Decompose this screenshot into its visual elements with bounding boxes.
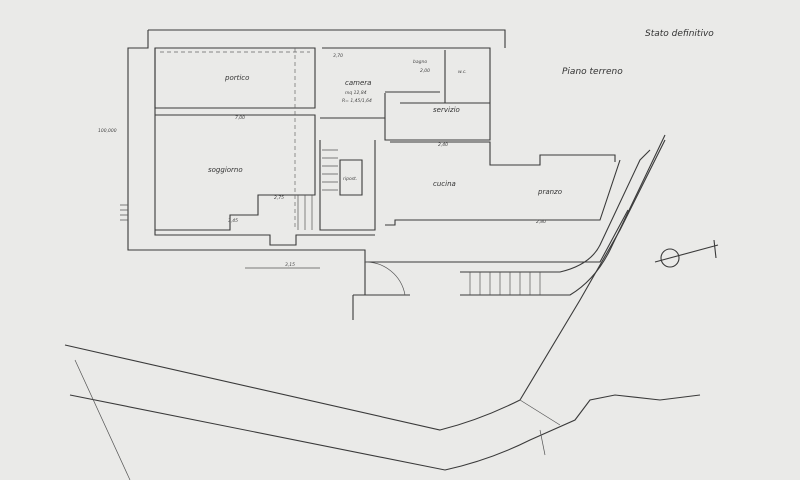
camera-area: mq 12,84 [345, 90, 367, 96]
room-portico: portico [224, 74, 249, 82]
drawing-subtitle: Piano terreno [562, 67, 623, 77]
building-walls [120, 29, 666, 320]
room-bagno: bagno [413, 59, 427, 65]
site-boundary [64, 139, 701, 480]
dim-camera-door: 3,70 [333, 53, 343, 59]
room-soggiorno: soggiorno [208, 166, 243, 174]
dim-scale-bar: 3,15 [285, 262, 295, 268]
drawing-title: Stato definitivo [645, 29, 714, 39]
level-mark: 100,000 [98, 128, 117, 134]
dim-servizio: 2,40 [438, 142, 448, 148]
dim-pranzo-window: 2,80 [536, 219, 546, 225]
camera-ratio: R= 1,45/1,64 [342, 98, 372, 104]
room-ripostiglio: ripost. [343, 176, 357, 182]
room-servizio: servizio [433, 106, 460, 114]
dim-portico: 7,00 [235, 115, 245, 121]
room-wc: w.c. [458, 70, 467, 75]
dim-stair: 2,75 [274, 195, 284, 201]
dim-bagno: 2,00 [420, 68, 430, 74]
room-cucina: cucina [433, 180, 456, 188]
room-pranzo: pranzo [537, 188, 562, 196]
dim-soggiorno-window: 3,45 [228, 218, 238, 224]
north-arrow-icon [654, 239, 719, 268]
room-camera: camera [345, 79, 371, 87]
